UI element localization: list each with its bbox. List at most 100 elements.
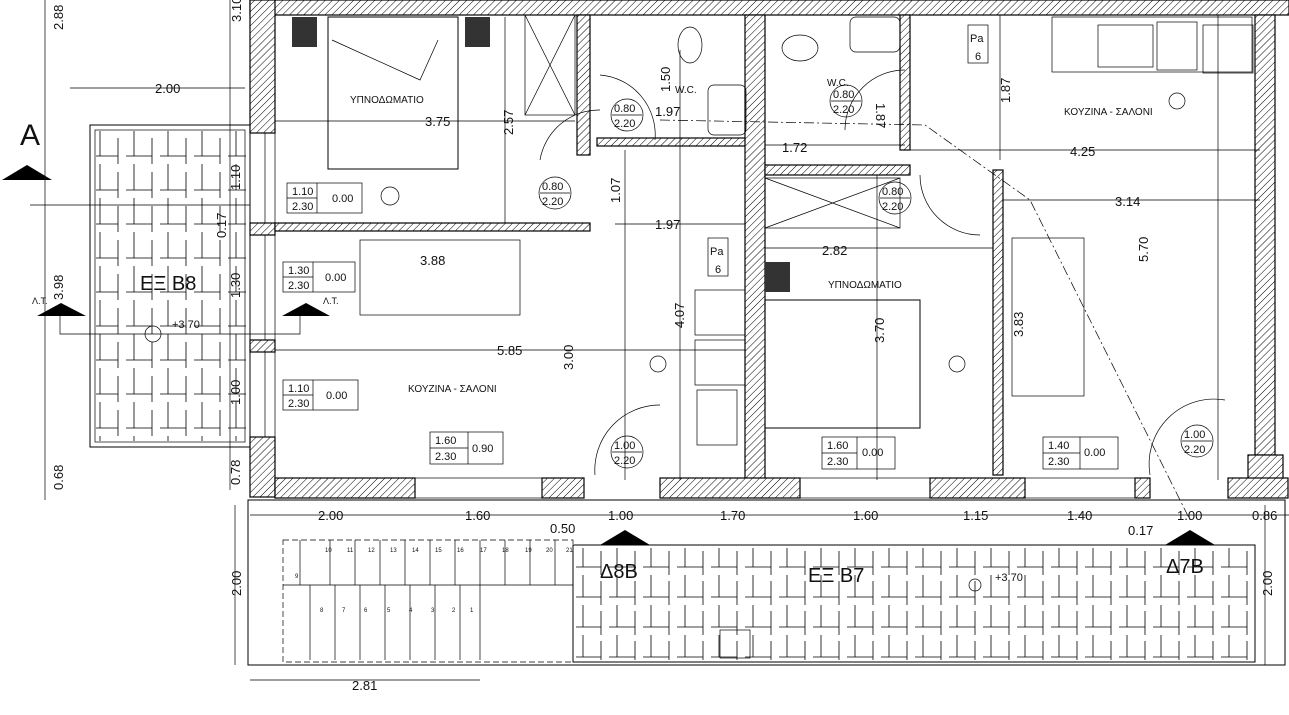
label: 6 bbox=[364, 608, 368, 614]
label: 2.57 bbox=[501, 110, 516, 135]
label: 2.20 bbox=[614, 455, 635, 467]
label: 1.00 bbox=[1177, 508, 1202, 523]
label: 0.17 bbox=[1128, 523, 1153, 538]
room-labels: ΥΠΝΟΔΩΜΑΤΙΟ ΥΠΝΟΔΩΜΑΤΙΟ ΚΟΥΖΙΝΑ - ΣΑΛΟΝΙ… bbox=[20, 78, 1204, 587]
window-tag: 1.40 2.30 0.00 bbox=[1042, 436, 1119, 470]
section-markers bbox=[2, 165, 1215, 592]
walls bbox=[249, 0, 1289, 499]
label: 2.00 bbox=[229, 571, 244, 596]
label: 1.00 bbox=[228, 380, 243, 405]
level-b7: +3.70 bbox=[995, 572, 1023, 584]
room-wc-2: W.C. bbox=[827, 78, 849, 89]
label: 1.72 bbox=[782, 140, 807, 155]
label: 1.10 bbox=[288, 383, 309, 395]
label: 3.00 bbox=[561, 345, 576, 370]
label: 1.97 bbox=[655, 217, 680, 232]
label: 0.80 bbox=[614, 103, 635, 115]
section-a-label: A bbox=[20, 119, 40, 152]
room-kitchen-living-1: ΚΟΥΖΙΝΑ - ΣΑΛΟΝΙ bbox=[408, 384, 497, 395]
staircase bbox=[282, 539, 574, 663]
label: 19 bbox=[525, 548, 532, 554]
label: 0.00 bbox=[332, 193, 353, 205]
lt-label-1: Λ.Τ. bbox=[32, 296, 48, 306]
balcony-b7 bbox=[247, 499, 1286, 666]
label: 2.20 bbox=[614, 118, 635, 130]
label: 1.60 bbox=[827, 440, 848, 452]
room-bedroom-2: ΥΠΝΟΔΩΜΑΤΙΟ bbox=[828, 280, 902, 291]
label: 3.88 bbox=[420, 253, 445, 268]
label: 1 bbox=[470, 608, 474, 614]
label: 3.70 bbox=[872, 318, 887, 343]
window-tag: 1.10 2.30 0.00 bbox=[286, 182, 363, 214]
label: 0.90 bbox=[472, 443, 493, 455]
label: 0.00 bbox=[326, 390, 347, 402]
label: 2.20 bbox=[882, 201, 903, 213]
furniture bbox=[292, 14, 1254, 446]
label: 1.00 bbox=[1184, 429, 1205, 441]
balcony-b7-label: ΕΞ Β7 bbox=[808, 565, 864, 587]
door-tag: 0.80 2.20 bbox=[878, 181, 912, 215]
window-tag: 1.102.300.00 bbox=[282, 379, 359, 411]
label: 2.30 bbox=[435, 451, 456, 463]
label: 2.20 bbox=[1184, 444, 1205, 456]
window-tag: 1.302.300.00 bbox=[282, 261, 356, 293]
label: 1.15 bbox=[963, 508, 988, 523]
label: 0.80 bbox=[882, 186, 903, 198]
dimension-labels: 2.00 3.75 3.88 5.85 1.97 1.97 1.72 4.25 … bbox=[51, 0, 1277, 693]
label: 0.17 bbox=[214, 213, 229, 238]
label: 0.00 bbox=[1084, 447, 1105, 459]
label: 12 bbox=[368, 548, 375, 554]
label: 3.10 bbox=[229, 0, 244, 22]
label: 0.80 bbox=[542, 181, 563, 193]
label: 2.82 bbox=[822, 243, 847, 258]
label: 0.00 bbox=[325, 272, 346, 284]
label: 2.00 bbox=[1260, 571, 1275, 596]
window-tag: 1.602.300.90 bbox=[429, 431, 504, 465]
label: 3.75 bbox=[425, 114, 450, 129]
door-swings bbox=[539, 69, 1226, 476]
label: 3.98 bbox=[51, 275, 66, 300]
label: 1.40 bbox=[1048, 440, 1069, 452]
label: 1.30 bbox=[228, 273, 243, 298]
extinguisher-size: 6 bbox=[975, 51, 981, 63]
label: 18 bbox=[502, 548, 509, 554]
label: 17 bbox=[480, 548, 487, 554]
label: 1.87 bbox=[998, 78, 1013, 103]
extinguisher-label: Pa bbox=[970, 33, 984, 45]
door-tags: 0.802.20 0.802.20 0.802.20 0.802.20 1.00… bbox=[538, 84, 1214, 469]
label: 2.30 bbox=[292, 201, 313, 213]
door-tag: 0.80 2.20 bbox=[610, 98, 644, 132]
label: 0.68 bbox=[51, 465, 66, 490]
label: 1.10 bbox=[292, 186, 313, 198]
door-tag: 1.00 2.20 bbox=[1180, 424, 1214, 458]
label: 2.30 bbox=[827, 456, 848, 468]
label: 8 bbox=[320, 608, 324, 614]
balcony-b8-label: ΕΞ Β8 bbox=[140, 273, 196, 295]
label: 2.30 bbox=[1048, 456, 1069, 468]
windows bbox=[264, 132, 1136, 499]
label: 1.00 bbox=[614, 440, 635, 452]
label: 1.70 bbox=[720, 508, 745, 523]
label: 1.10 bbox=[228, 165, 243, 190]
label: 20 bbox=[546, 548, 553, 554]
label: 5.70 bbox=[1136, 237, 1151, 262]
label: 16 bbox=[457, 548, 464, 554]
label: 2.20 bbox=[542, 196, 563, 208]
label: 0.86 bbox=[1252, 508, 1277, 523]
label: 0.00 bbox=[862, 447, 883, 459]
label: 0.78 bbox=[228, 460, 243, 485]
label: 4 bbox=[409, 608, 413, 614]
label: 1.40 bbox=[1067, 508, 1092, 523]
door-tag: 0.802.20 bbox=[829, 84, 863, 118]
label: 1.50 bbox=[658, 67, 673, 92]
label: 1.07 bbox=[608, 178, 623, 203]
room-bedroom-1: ΥΠΝΟΔΩΜΑΤΙΟ bbox=[350, 95, 424, 106]
label: 3.83 bbox=[1011, 312, 1026, 337]
label: 1.30 bbox=[288, 265, 309, 277]
label: 3 bbox=[431, 608, 435, 614]
label: 11 bbox=[347, 548, 354, 554]
label: 13 bbox=[390, 548, 397, 554]
level-b8: +3.70 bbox=[172, 319, 200, 331]
label: 1.00 bbox=[608, 508, 633, 523]
